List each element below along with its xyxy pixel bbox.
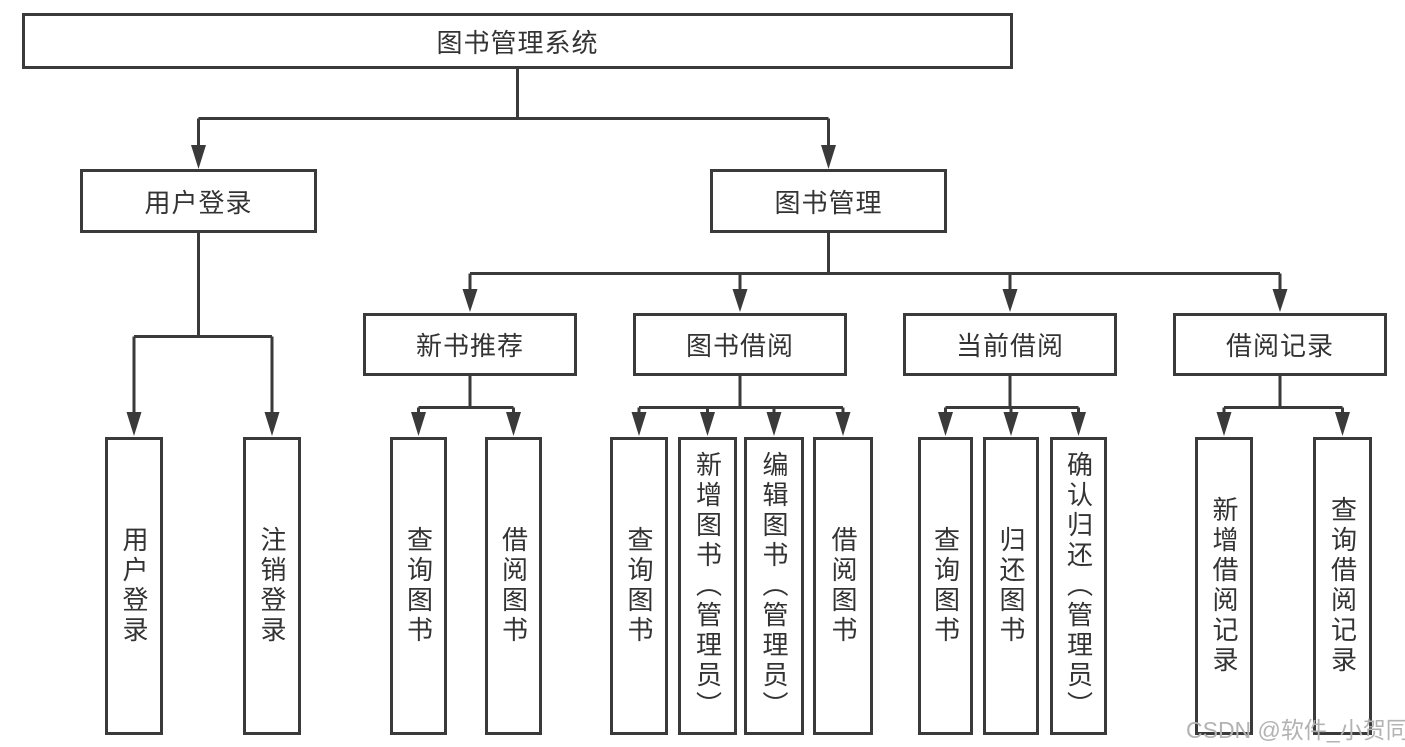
node-label: 新书推荐	[415, 331, 524, 361]
node-leaf-borrow-books-1: 借阅图书	[485, 437, 542, 735]
node-leaf-return-books: 归还图书	[983, 437, 1039, 735]
node-label: 查询图书	[403, 526, 434, 646]
node-label: 当前借阅	[955, 331, 1064, 361]
node-leaf-user-login: 用户登录	[105, 437, 163, 735]
node-label: 图书借阅	[685, 331, 794, 361]
node-borrowing-records: 借阅记录	[1173, 313, 1387, 376]
node-book-borrowing: 图书借阅	[633, 313, 847, 376]
node-leaf-query-books-2: 查询图书	[610, 437, 668, 735]
node-label: 新增借阅记录	[1209, 496, 1239, 676]
node-label: 图书管理系统	[436, 27, 599, 58]
node-leaf-query-books-3: 查询图书	[918, 437, 973, 735]
node-leaf-edit-books-admin: 编辑图书（管理员）	[744, 437, 804, 735]
watermark-text: CSDN @软件_小贺同学	[1186, 717, 1405, 743]
node-label: 用户登录	[144, 187, 253, 218]
node-label: 归还图书	[996, 526, 1026, 646]
node-label: 借阅图书	[498, 526, 529, 646]
node-library-system: 图书管理系统	[22, 13, 1013, 69]
arrowhead-icons	[126, 145, 1350, 436]
node-leaf-query-borrow-record: 查询借阅记录	[1313, 437, 1372, 735]
node-leaf-borrow-books-2: 借阅图书	[813, 437, 873, 735]
node-label: 编辑图书（管理员）	[759, 451, 789, 721]
node-user-login: 用户登录	[80, 169, 317, 233]
node-new-book-recommend: 新书推荐	[363, 313, 577, 376]
node-label: 查询图书	[930, 526, 961, 646]
node-label: 查询借阅记录	[1327, 496, 1358, 676]
node-label: 新增图书（管理员）	[692, 451, 723, 721]
node-label: 用户登录	[119, 526, 149, 646]
node-leaf-query-books-1: 查询图书	[390, 437, 447, 735]
node-leaf-confirm-return-admin: 确认归还（管理员）	[1050, 437, 1107, 735]
node-label: 借阅记录	[1225, 331, 1334, 361]
node-label: 确认归还（管理员）	[1063, 451, 1094, 721]
node-label: 查询图书	[624, 526, 654, 646]
node-book-management: 图书管理	[710, 169, 947, 233]
node-current-borrowing: 当前借阅	[903, 313, 1117, 376]
node-leaf-add-borrow-record: 新增借阅记录	[1195, 437, 1253, 735]
node-leaf-logout: 注销登录	[243, 437, 301, 735]
node-label: 借阅图书	[828, 526, 858, 646]
node-label: 注销登录	[257, 526, 287, 646]
node-label: 图书管理	[774, 187, 883, 218]
node-leaf-add-books-admin: 新增图书（管理员）	[678, 437, 737, 735]
